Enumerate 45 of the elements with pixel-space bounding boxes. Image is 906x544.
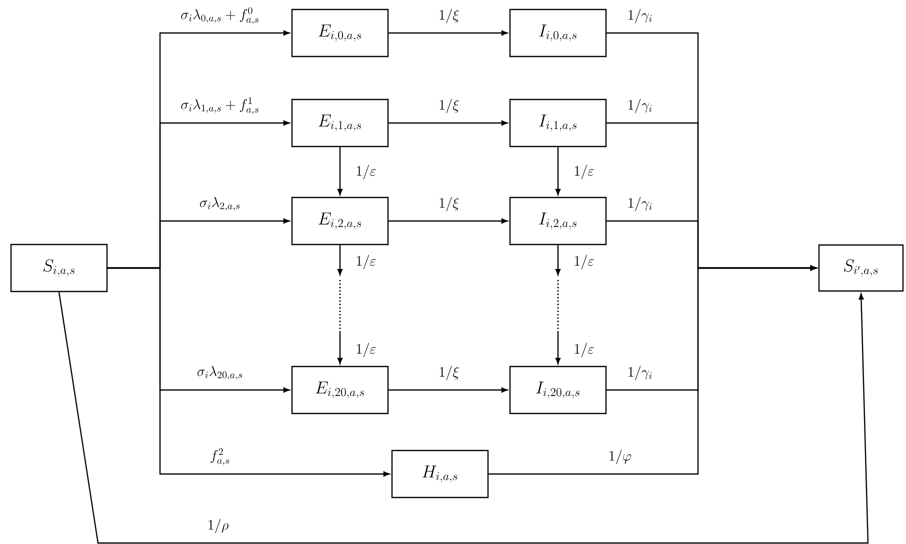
edge-label: $1/\varepsilon$ (572, 164, 596, 180)
edge-label: $1/\varepsilon$ (572, 254, 596, 270)
edge-label: $\sigma_i\lambda_{1,a,s}+f_{a,s}^{1}$ (180, 96, 260, 116)
edge-label: $1/\varphi$ (607, 448, 633, 466)
compartment-box: $S_{i',a,s}$ (818, 244, 904, 292)
compartment-box: $H_{i,a,s}$ (391, 450, 489, 498)
edge-label: $1/\gamma_i$ (626, 196, 654, 212)
edge-label: $\sigma_i\lambda_{0,a,s}+f_{a,s}^{0}$ (180, 6, 260, 26)
arrow (337, 331, 343, 364)
edge-label: $1/\xi$ (438, 196, 460, 212)
compartment-box: $I_{i,0,a,s}$ (509, 8, 607, 58)
compartment-box: $E_{i,0,a,s}$ (291, 8, 389, 58)
arrow (108, 267, 390, 477)
edge-label: $1/\varepsilon$ (354, 342, 378, 358)
edge-label: $\sigma_i\lambda_{20,a,s}$ (196, 364, 244, 382)
arrow (337, 147, 343, 196)
edge-label: $1/\varepsilon$ (572, 342, 596, 358)
edge-label: $1/\xi$ (438, 8, 460, 24)
compartment-box: $I_{i,20,a,s}$ (509, 366, 607, 414)
arrow (488, 265, 817, 475)
edge-label: $1/\gamma_i$ (626, 98, 654, 114)
edge-label: $1/\rho$ (206, 518, 230, 534)
edge-label: $\sigma_i\lambda_{2,a,s}$ (198, 196, 242, 212)
arrow (388, 30, 508, 36)
arrow (555, 245, 561, 276)
edge-label: $1/\varepsilon$ (354, 164, 378, 180)
edge-label: $1/\varepsilon$ (354, 254, 378, 270)
compartment-box: $I_{i,1,a,s}$ (509, 98, 607, 148)
arrow (555, 331, 561, 364)
compartment-box: $S_{i,a,s}$ (10, 244, 108, 292)
compartment-box: $E_{i,1,a,s}$ (291, 98, 389, 148)
arrow (58, 292, 869, 544)
edge-label: $1/\xi$ (438, 364, 460, 382)
compartment-box: $I_{i,2,a,s}$ (509, 196, 607, 246)
edge-label: $1/\gamma_i$ (626, 8, 654, 24)
arrow (337, 245, 343, 276)
arrow (388, 387, 508, 393)
edge-label: $f_{a,s}^{2}$ (208, 447, 232, 467)
edge-label: $1/\gamma_i$ (626, 364, 654, 382)
edge-label: $1/\xi$ (438, 98, 460, 114)
compartment-box: $E_{i,20,a,s}$ (291, 366, 389, 414)
arrow (388, 120, 508, 126)
compartment-box: $E_{i,2,a,s}$ (291, 196, 389, 246)
arrow (555, 147, 561, 196)
arrow (388, 218, 508, 224)
